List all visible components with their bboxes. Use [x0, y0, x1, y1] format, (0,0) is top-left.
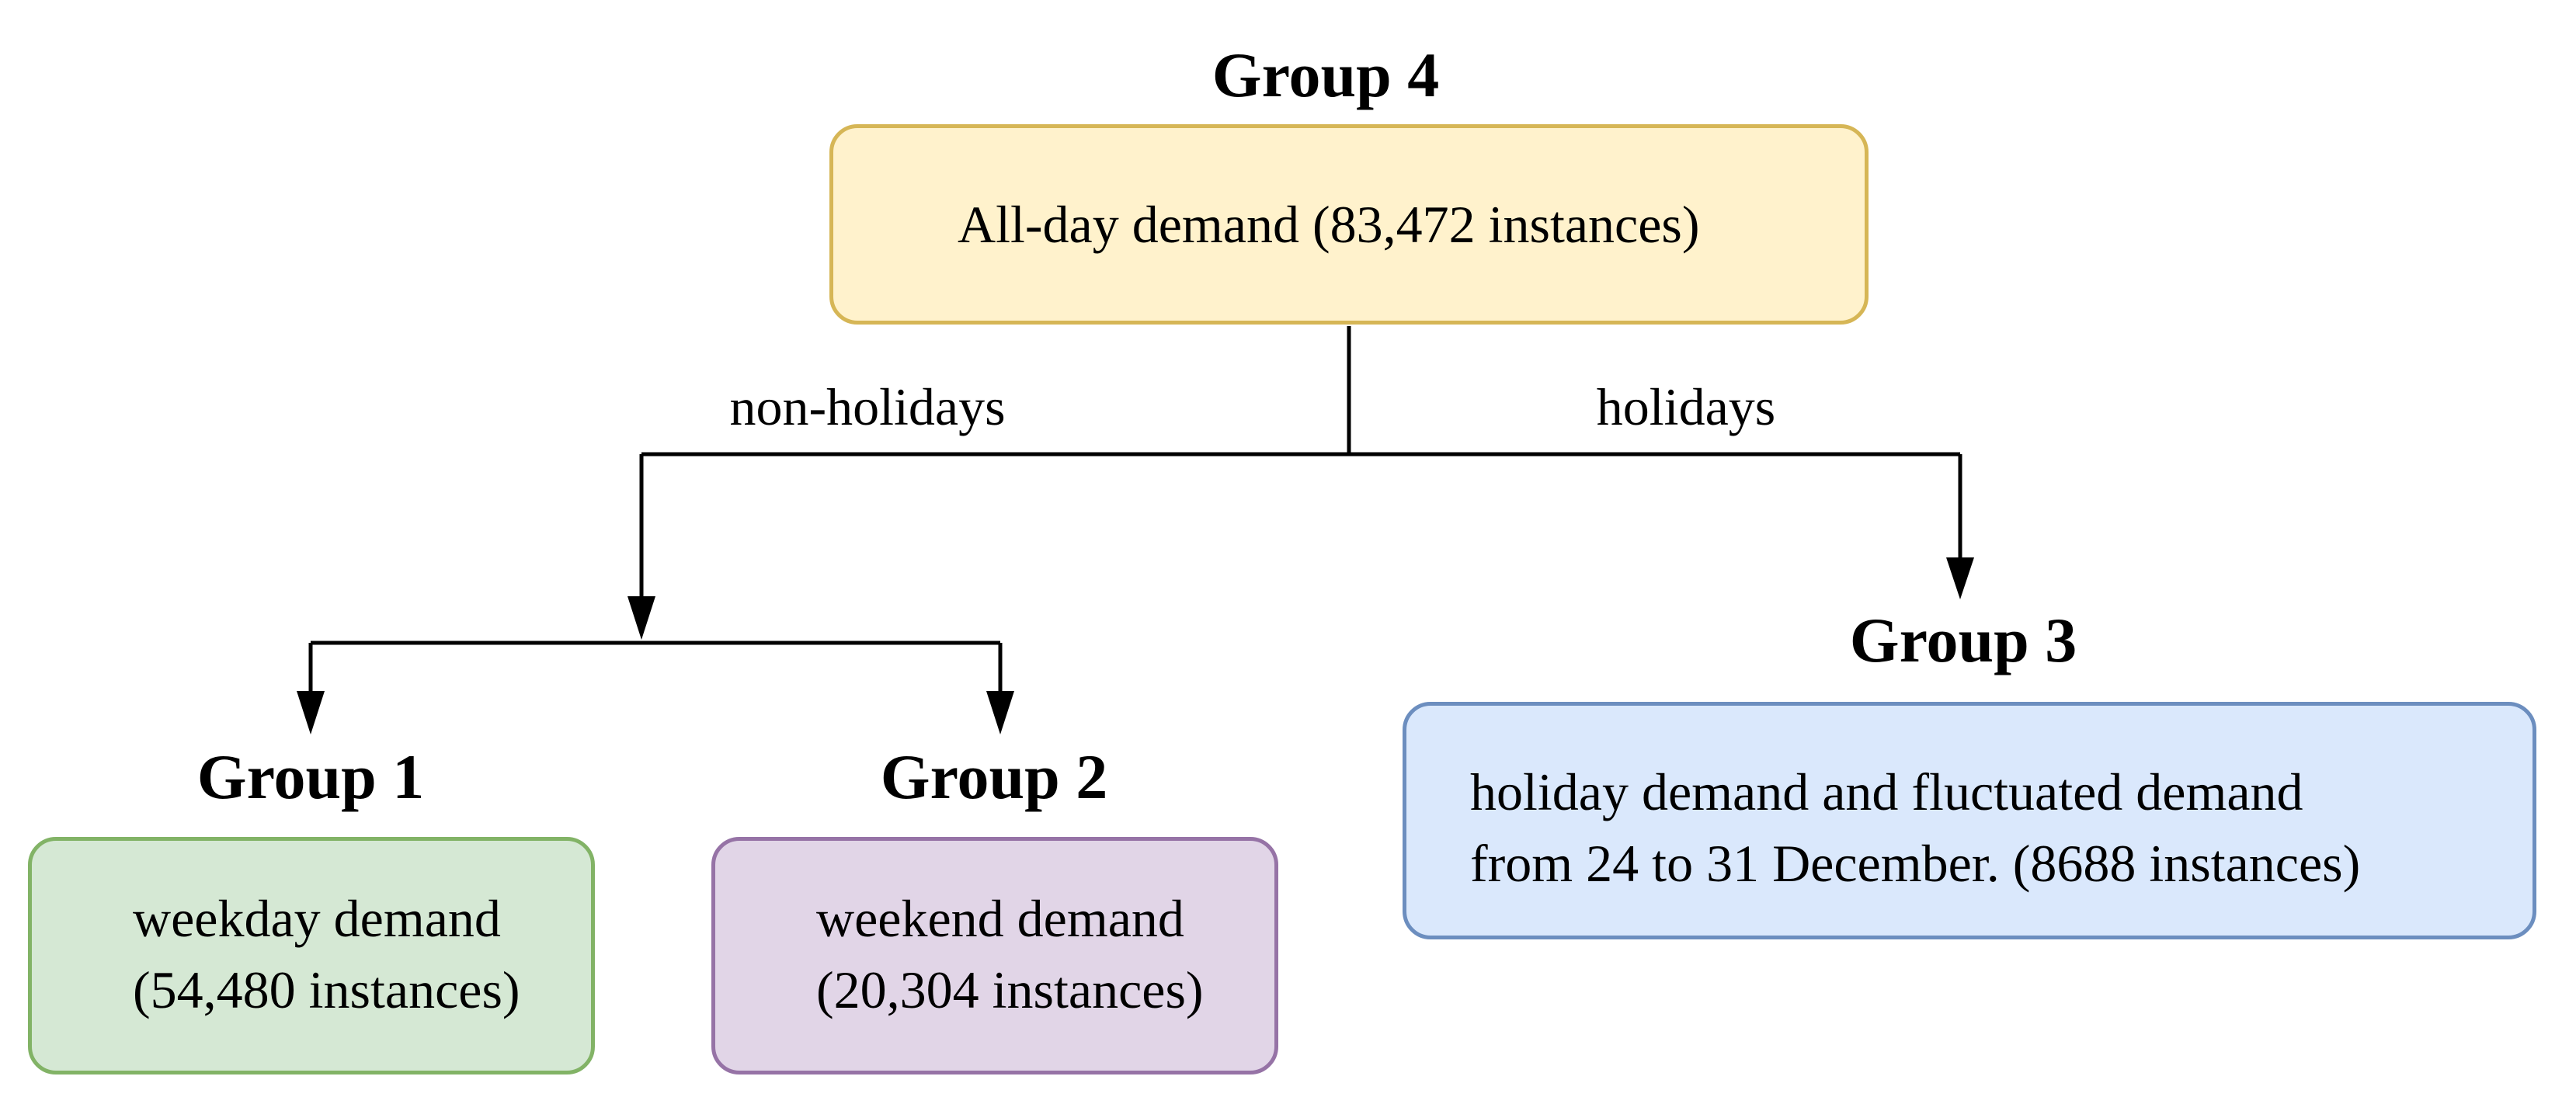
- group1-title: Group 1: [196, 741, 425, 812]
- arrowhead-non-holidays: [627, 596, 655, 640]
- edge-label-non-holidays: non-holidays: [729, 377, 1006, 436]
- group4-text: All-day demand (83,472 instances): [958, 195, 1700, 254]
- group2-line1: weekend demand: [816, 889, 1184, 948]
- group3-line2: from 24 to 31 December. (8688 instances): [1470, 834, 2361, 893]
- group2-line2: (20,304 instances): [816, 960, 1204, 1019]
- arrowhead-weekend: [986, 691, 1014, 734]
- edge-label-holidays: holidays: [1596, 377, 1776, 436]
- group3-line1: holiday demand and fluctuated demand: [1470, 762, 2303, 821]
- group3-box: holiday demand and fluctuated demand fro…: [1403, 702, 2536, 939]
- group3-title: Group 3: [1849, 605, 2077, 675]
- group4-title: Group 4: [1212, 40, 1440, 110]
- group2-box: weekend demand (20,304 instances): [711, 837, 1278, 1074]
- group4-box: All-day demand (83,472 instances): [829, 124, 1869, 325]
- group1-line2: (54,480 instances): [133, 960, 520, 1019]
- arrowhead-holidays: [1946, 557, 1974, 599]
- group1-box: weekday demand (54,480 instances): [28, 837, 595, 1074]
- group1-line1: weekday demand: [133, 889, 501, 948]
- group2-title: Group 2: [880, 741, 1108, 812]
- arrowhead-weekday: [297, 691, 325, 734]
